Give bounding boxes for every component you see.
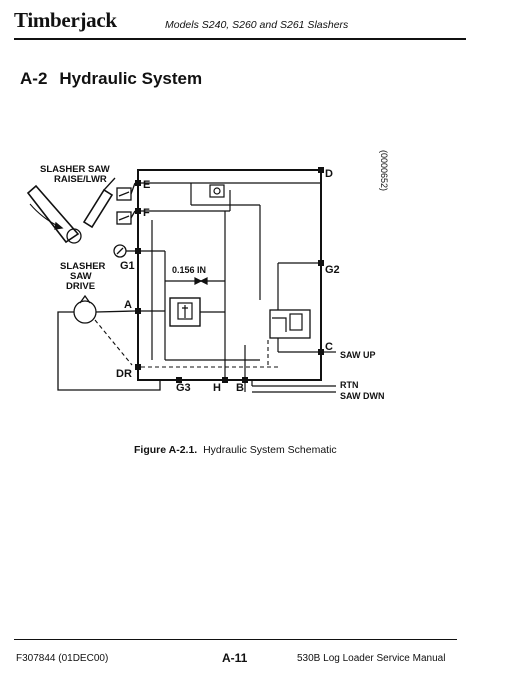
label-port-f: F [143, 207, 150, 219]
label-port-g1: G1 [120, 260, 135, 272]
label-port-e: E [143, 179, 150, 191]
caption-label: Figure A-2.1. [134, 444, 198, 456]
label-drive-2: SAW [70, 271, 92, 282]
manifold-block [137, 169, 322, 381]
brand-name: Timberjack [14, 8, 117, 32]
section-heading: A-2 Hydraulic System [20, 69, 202, 89]
hydraulic-schematic: SLASHER SAW RAISE/LWR SLASHER SAW DRIVE … [26, 150, 389, 401]
label-port-g2: G2 [325, 264, 340, 276]
label-saw-dwn: SAW DWN [340, 391, 385, 401]
label-drive-3: DRIVE [66, 281, 95, 292]
label-port-d: D [325, 168, 333, 180]
label-rtn: RTN [340, 380, 359, 390]
label-port-dr: DR [116, 368, 132, 380]
header-rule [14, 38, 466, 40]
section-title: Hydraulic System [59, 69, 203, 88]
figure-ref-code: (0000652) [379, 150, 389, 191]
caption-text: Hydraulic System Schematic [203, 444, 337, 456]
label-raise-lwr-2: RAISE/LWR [54, 174, 107, 185]
label-port-g3: G3 [176, 382, 191, 394]
label-port-b: B [236, 382, 244, 394]
footer-page-number: A-11 [222, 651, 248, 665]
label-port-a: A [124, 299, 132, 311]
footer-manual-title: 530B Log Loader Service Manual [297, 653, 446, 664]
models-subtitle: Models S240, S260 and S261 Slashers [165, 19, 349, 31]
footer-rule [14, 639, 457, 640]
label-port-h: H [213, 382, 221, 394]
figure-caption: Figure A-2.1. Hydraulic System Schematic [134, 444, 337, 456]
section-number: A-2 [20, 69, 48, 88]
label-drive-1: SLASHER [60, 261, 106, 272]
label-orifice: 0.156 IN [172, 265, 206, 275]
label-raise-lwr-1: SLASHER SAW [40, 164, 110, 175]
footer-doc-id: F307844 (01DEC00) [16, 653, 109, 664]
label-port-c: C [325, 341, 333, 353]
label-saw-up: SAW UP [340, 350, 376, 360]
